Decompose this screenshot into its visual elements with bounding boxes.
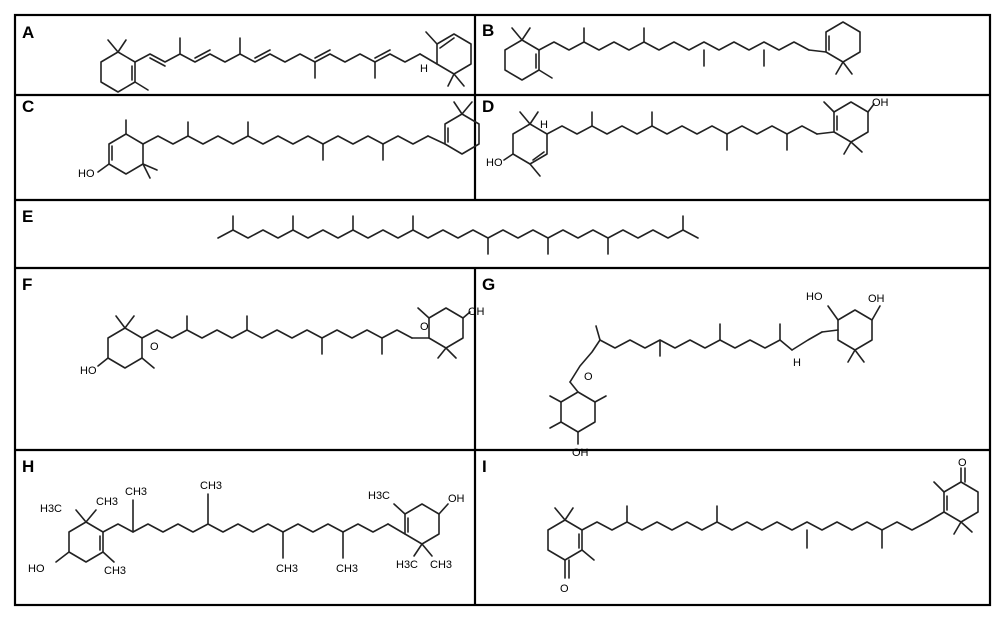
atom-label: H3C [368, 490, 390, 502]
molecule-structure [97, 307, 471, 369]
atom-label: O [958, 457, 967, 469]
atom-label: H3C [40, 503, 62, 515]
panel-label: F [22, 275, 32, 294]
atom-label: CH3 [430, 559, 452, 571]
panel-e: E [22, 207, 699, 255]
atom-label: CH3 [200, 480, 222, 492]
panel-a: A H [22, 23, 472, 93]
atom-label: OH [448, 493, 465, 505]
atom-label: CH3 [104, 565, 126, 577]
atom-label: OH [872, 97, 889, 109]
atom-label: H [793, 357, 801, 369]
panel-label: H [22, 457, 34, 476]
panel-b: B [482, 21, 861, 81]
atom-label: O [560, 583, 569, 595]
panel-label: B [482, 21, 494, 40]
atom-label: CH3 [125, 486, 147, 498]
molecule-structure [97, 101, 480, 179]
atom-label: OH [468, 306, 485, 318]
atom-label: HO [80, 365, 97, 377]
atom-label: CH3 [336, 563, 358, 575]
molecule-structure [55, 493, 449, 563]
atom-label: CH3 [96, 496, 118, 508]
molecule-structure [503, 101, 875, 177]
panel-label: A [22, 23, 34, 42]
atom-label: HO [486, 157, 503, 169]
panel-f: F O HO O OH [22, 275, 485, 377]
panel-g: G HO OH H O OH [482, 275, 885, 459]
atom-label: H [420, 63, 428, 75]
outer-frame [13, 13, 992, 607]
atom-label: O [584, 371, 593, 383]
panel-label: E [22, 207, 33, 226]
atom-label: OH [572, 447, 589, 459]
panel-label: G [482, 275, 495, 294]
panel-grid [13, 13, 992, 607]
atom-label: H [540, 119, 548, 131]
panel-h: H H3C CH3 CH3 CH3 H3C HO CH3 CH3 [22, 457, 465, 577]
molecule-structure [504, 21, 861, 81]
atom-label: O [420, 321, 429, 333]
atom-label: HO [28, 563, 45, 575]
atom-label: HO [806, 291, 823, 303]
molecule-structure [549, 305, 881, 445]
panel-label: I [482, 457, 487, 476]
panel-d: D H HO OH [482, 97, 889, 177]
panel-label: D [482, 97, 494, 116]
atom-label: OH [868, 293, 885, 305]
atom-label: O [150, 341, 159, 353]
atom-label: H3C [396, 559, 418, 571]
panel-i: I O O [482, 457, 979, 595]
molecule-structure [547, 467, 979, 579]
molecule-structure [100, 31, 472, 93]
atom-label: CH3 [276, 563, 298, 575]
molecule-structure [217, 215, 699, 255]
panel-label: C [22, 97, 34, 116]
atom-label: HO [78, 168, 95, 180]
panel-c: C HO [22, 97, 480, 180]
